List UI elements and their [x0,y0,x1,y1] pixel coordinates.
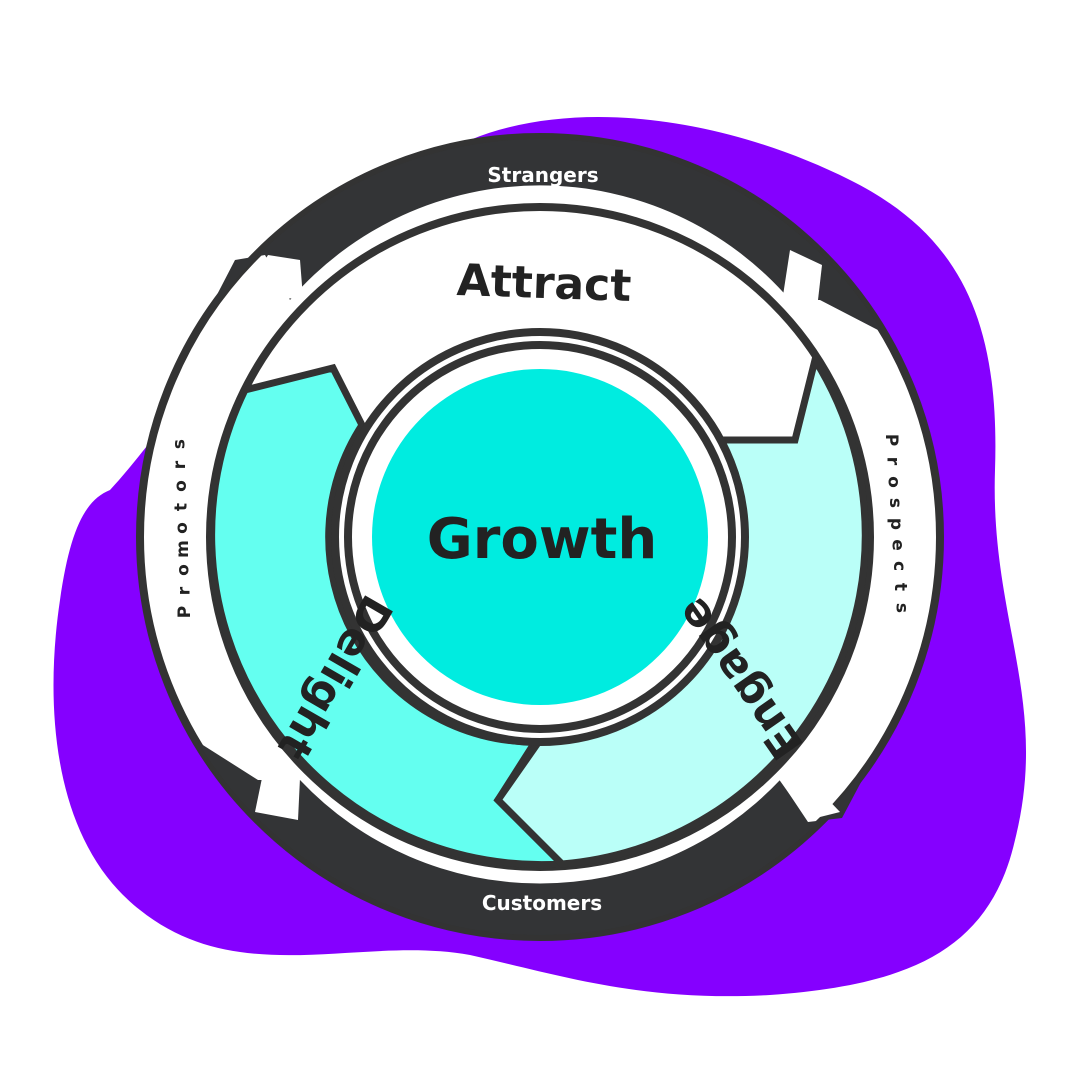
center-label: Growth [427,507,657,572]
prospects-letter: t [890,583,910,591]
prospects-letter: s [891,603,911,613]
promotors-letter: o [174,564,194,576]
promotors-letter: t [172,503,192,511]
promotors-letter: P [175,606,195,618]
prospects-letter: P [881,434,901,446]
promotors-letter: m [173,540,193,558]
prospects-letter: c [889,561,909,571]
notch-top-right [782,250,822,302]
prospects-letter: s [885,498,905,508]
prospects-letter: p [886,518,906,530]
promotors-letter: s [169,439,189,449]
promotors-letter: r [170,460,190,469]
promotors-letter: r [174,586,194,595]
prospects-letter: e [888,539,908,551]
promotors-letter: o [172,522,192,534]
delight-segment [208,363,570,869]
stage-label-attract: Attract [456,255,632,312]
outer-label-strangers: Strangers [487,163,598,187]
prospects-letter: r [882,457,902,466]
inner-ring-gap [344,341,736,733]
notch-bottom-right [778,770,840,820]
notch-bottom-left [255,778,300,820]
prospects-letter: o [884,476,904,488]
promotors-letter: o [171,480,191,492]
strangers-band [197,139,883,333]
notch-top-left [240,255,303,300]
growth-circle [372,369,708,705]
customers-band [197,741,883,935]
outer-label-customers: Customers [482,891,602,915]
